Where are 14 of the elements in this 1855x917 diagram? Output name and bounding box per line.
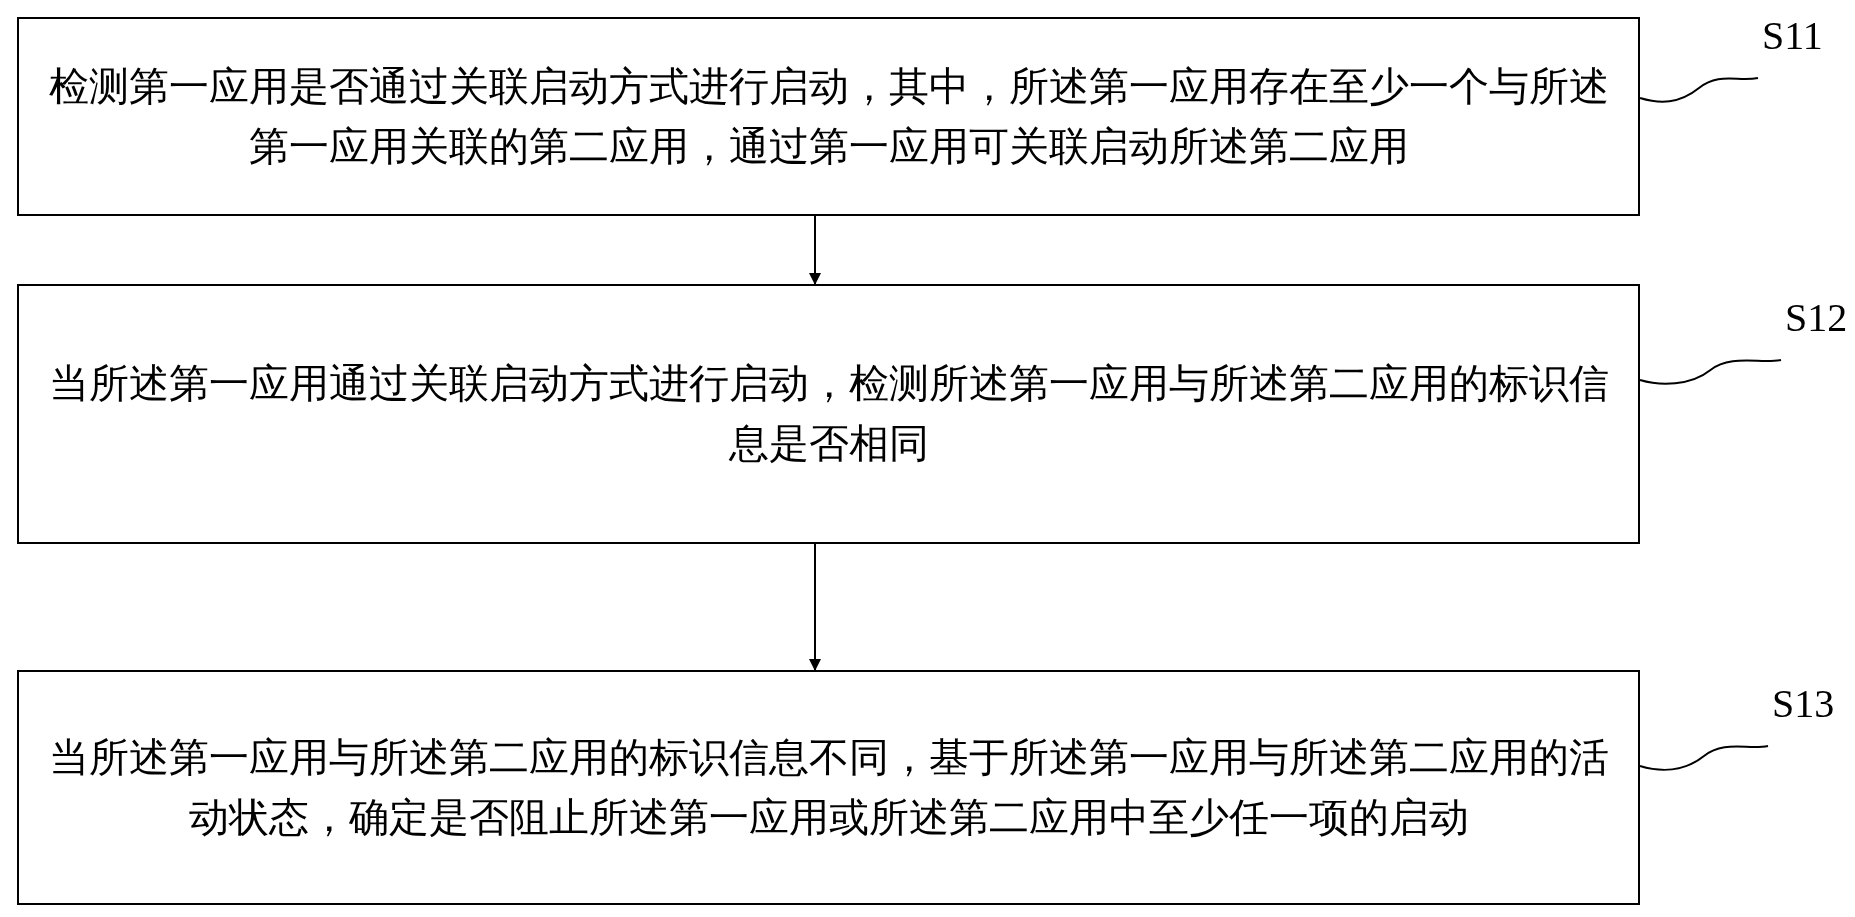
step-label: S13 (1772, 682, 1852, 726)
step-text: 当所述第一应用通过关联启动方式进行启动，检测所述第一应用与所述第二应用的标识信息是否相同 (47, 360, 1610, 468)
leader-line (1639, 77, 1759, 103)
arrow (809, 543, 821, 671)
leader-line (1639, 359, 1782, 385)
arrow (809, 215, 821, 285)
process-box (17, 670, 1640, 905)
process-box (17, 284, 1640, 544)
step-text: 检测第一应用是否通过关联启动方式进行启动，其中，所述第一应用存在至少一个与所述第一应用关联的第二应用，通过第一应用可关联启动所述第二应用 (47, 62, 1610, 171)
step-text: 当所述第一应用与所述第二应用的标识信息不同，基于所述第一应用与所述第二应用的活动状态，确定是否阻止所述第一应用或所述第二应用中至少任一项的启动 (47, 733, 1610, 842)
process-box (17, 17, 1640, 216)
leader-line (1639, 745, 1769, 771)
step-label: S12 (1785, 296, 1855, 340)
step-label: S11 (1762, 14, 1842, 58)
